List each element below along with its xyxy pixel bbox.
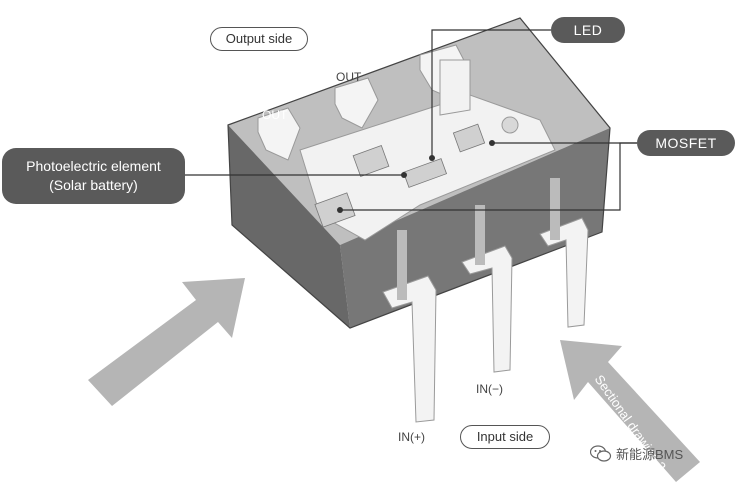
input-pins — [382, 178, 589, 423]
callout-lines — [185, 29, 637, 211]
mosfet-label: MOSFET — [637, 130, 735, 156]
section-2-arrow — [560, 340, 700, 482]
out-pin-label-left: OUT — [262, 108, 288, 122]
in-minus-label: IN(−) — [476, 382, 503, 396]
in-plus-label: IN(+) — [398, 430, 425, 444]
section-1-arrow — [88, 278, 245, 406]
photoelectric-element-label: Photoelectric element (Solar battery) — [2, 148, 185, 204]
wechat-icon — [590, 444, 612, 462]
watermark: 新能源BMS — [590, 444, 683, 463]
out-pin-label-right: OUT — [336, 70, 362, 84]
photo-line-1: Photoelectric element — [26, 158, 161, 174]
callout-dots — [337, 140, 495, 213]
photo-line-2: (Solar battery) — [49, 177, 138, 193]
led-label: LED — [551, 17, 625, 43]
watermark-text: 新能源BMS — [616, 447, 684, 462]
output-side-label: Output side — [210, 27, 308, 51]
chip-details — [314, 123, 486, 228]
input-side-label: Input side — [460, 425, 550, 449]
